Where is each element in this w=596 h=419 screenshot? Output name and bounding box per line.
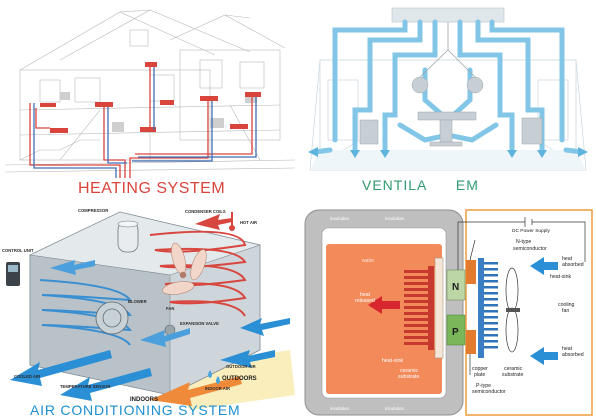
label-water: water — [362, 258, 375, 264]
cooled-air-arrows — [10, 318, 290, 406]
ceramic-substrate-left — [434, 257, 444, 359]
label-control-unit: CONTROL UNIT — [2, 248, 34, 253]
label-ceramic-left: ceramic — [400, 368, 419, 374]
label-heat-sink-left: heat-sink — [382, 358, 403, 364]
label-hot-air: HOT AIR — [240, 220, 257, 225]
label-heat-sink-right: heat-sink — [550, 274, 571, 280]
label-fan: fan — [562, 308, 569, 314]
heat-absorbed-arrow-bottom — [530, 347, 558, 365]
label-heat-left: heat — [360, 292, 371, 298]
heating-house-illustration — [4, 9, 296, 178]
label-indoors: INDOORS — [130, 397, 158, 403]
label-cooling: cooling — [558, 302, 575, 308]
label-n-type: N-type — [516, 239, 531, 245]
label-semiconductor-bottom: semiconductor — [472, 389, 506, 395]
thermoelectric-diagram: insulation insulation insulation insulat… — [304, 209, 593, 416]
label-blower: BLOWER — [128, 299, 147, 304]
air-conditioning-caption: AIR CONDITIONING SYSTEM — [30, 402, 241, 418]
label-insulation-4: insulation — [385, 406, 405, 411]
label-outdoor-air: OUTDOOR AIR — [226, 364, 256, 369]
blower — [95, 301, 129, 335]
label-absorbed-bottom: absorbed — [562, 352, 584, 358]
label-insulation-1: insulation — [330, 216, 350, 221]
label-temperature-sensor: TEMPERATURE SENSOR — [60, 384, 110, 389]
label-p-type: P-type — [476, 383, 491, 389]
label-absorbed-top: absorbed — [562, 262, 584, 268]
ventilation-system-panel — [300, 0, 596, 200]
label-condenser-coils: CONDENSER COILS — [185, 209, 226, 214]
water — [326, 244, 442, 394]
heating-system-caption: HEATING SYSTEM — [78, 180, 226, 197]
label-expansion-valve: EXPANSION VALVE — [180, 321, 219, 326]
p-type-semiconductor — [446, 314, 466, 346]
ventilation-system-caption: VENTILA EM — [362, 177, 479, 193]
n-type-semiconductor — [446, 269, 466, 301]
label-p: P — [452, 327, 459, 338]
label-substrate-left: substrate — [398, 374, 419, 380]
label-plate: plate — [474, 372, 485, 378]
ceramic-substrate-right — [478, 258, 484, 358]
label-heat-top: heat — [562, 256, 573, 262]
floor — [310, 150, 586, 170]
hot-air-arrow — [195, 214, 232, 230]
heat-absorbed-arrow-top — [530, 257, 558, 275]
label-cooled-air: COOLED AIR — [14, 374, 40, 379]
copper-plate-bottom — [466, 330, 476, 354]
heat-sink-right — [484, 262, 498, 349]
ventilation-room-illustration — [308, 7, 588, 171]
label-insulation-2: insulation — [385, 216, 405, 221]
label-copper: copper — [472, 366, 488, 372]
label-heat-bottom: heat — [562, 346, 573, 352]
air-conditioning-panel: COMPRESSOR CONDENSER COILS HOT AIR CONTR… — [0, 200, 300, 419]
label-n: N — [452, 282, 459, 293]
label-ceramic-right: ceramic — [504, 366, 523, 372]
cooling-fan — [505, 267, 520, 353]
label-insulation-3: insulation — [330, 406, 350, 411]
label-substrate-right: substrate — [502, 372, 523, 378]
label-outdoors: OUTDOORS — [222, 376, 257, 382]
label-compressor: COMPRESSOR — [78, 208, 108, 213]
heating-system-panel — [0, 0, 300, 200]
heat-sink-left — [404, 266, 434, 350]
label-fan: FAN — [166, 306, 174, 311]
label-indoor-air: INDOOR AIR — [205, 386, 230, 391]
condenser-fan — [162, 242, 207, 295]
copper-plate-top — [466, 260, 476, 284]
air-conditioning-cutaway: COMPRESSOR CONDENSER COILS HOT AIR CONTR… — [2, 208, 295, 410]
label-semiconductor-top: semiconductor — [513, 246, 547, 252]
ceiling-unit — [391, 7, 505, 23]
heat-released-arrow — [368, 296, 400, 314]
thermoelectric-panel: insulation insulation insulation insulat… — [300, 200, 596, 419]
label-dc-power-supply: DC Power Supply — [512, 228, 550, 234]
label-released: released — [355, 298, 375, 304]
